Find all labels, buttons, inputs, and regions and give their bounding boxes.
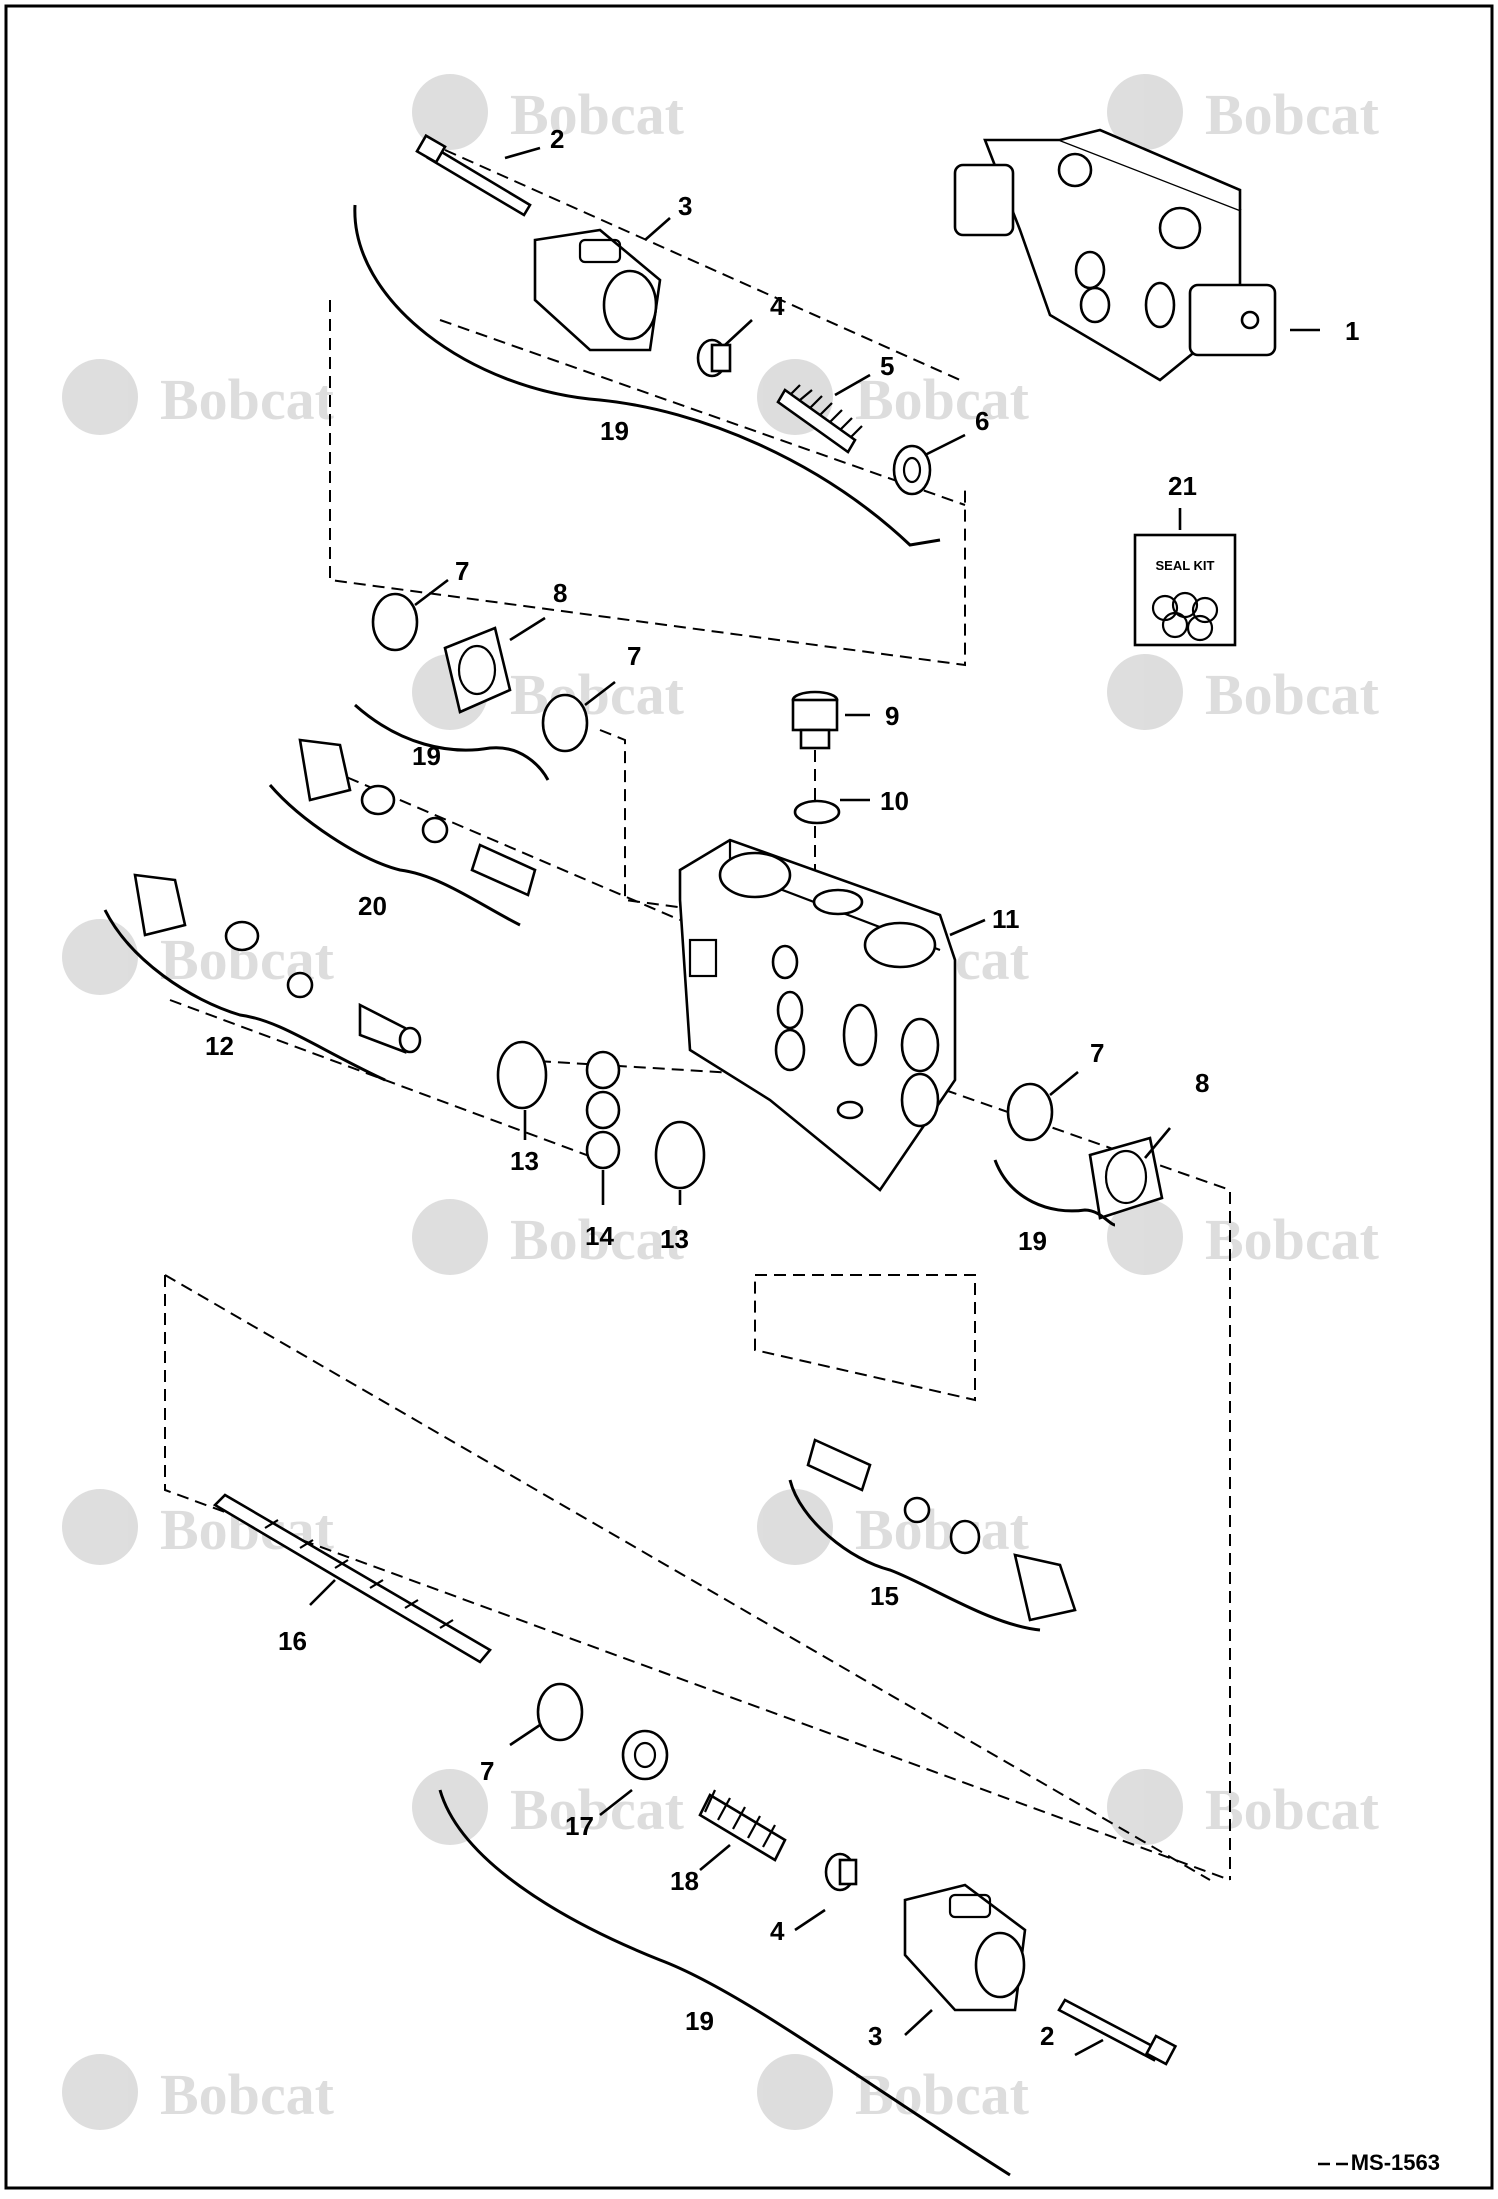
- callout-13: 13: [510, 1146, 539, 1176]
- valve-assembly-part-1: [953, 128, 1277, 382]
- spool-part-16: [212, 1493, 492, 1664]
- callout-2: 2: [1040, 2021, 1054, 2051]
- relief-cartridge-part-12: [133, 873, 422, 1054]
- callout-7: 7: [455, 556, 469, 586]
- o-ring-part-7: [1006, 1082, 1054, 1142]
- watermark-text: Bobcat: [1205, 82, 1380, 147]
- spring-seat-part-4-bottom: [824, 1852, 858, 1892]
- callout-6: 6: [975, 406, 989, 436]
- callout-10: 10: [880, 786, 909, 816]
- spacer-part-17: [621, 1729, 669, 1781]
- o-ring-part-14: [585, 1090, 621, 1130]
- drawing-border: [4, 4, 1494, 2190]
- o-ring-part-7: [371, 592, 419, 652]
- callout-15: 15: [870, 1581, 899, 1611]
- watermark-logo: Bobcat: [412, 1769, 685, 1845]
- spring-seat-part-4-top: [696, 338, 732, 378]
- watermark-text: Bobcat: [1205, 1207, 1380, 1272]
- callout-8: 8: [1195, 1068, 1209, 1098]
- watermark-logo: Bobcat: [62, 2054, 335, 2130]
- o-ring-part-13: [496, 1040, 548, 1110]
- callout-numbers: 1 2 2 3 3 4 4 5 6 7 7 7 7 8 8 9 10 11 12…: [205, 124, 1359, 2051]
- o-ring-part-7: [541, 693, 589, 753]
- callout-18: 18: [670, 1866, 699, 1896]
- watermark-text: Bobcat: [510, 1207, 685, 1272]
- watermark-logo: Bobcat: [62, 1489, 335, 1565]
- bolt-part-2-top: [415, 133, 532, 217]
- watermark-text: Bobcat: [510, 1777, 685, 1842]
- watermark-logo: Bobcat: [1107, 1199, 1380, 1275]
- watermark-logo: Bobcat: [1107, 1769, 1380, 1845]
- callout-7: 7: [1090, 1038, 1104, 1068]
- callout-21: 21: [1168, 471, 1197, 501]
- spring-part-5: [776, 384, 863, 454]
- watermark-text: Bobcat: [855, 1497, 1030, 1562]
- watermark-text: Bobcat: [1205, 1777, 1380, 1842]
- drawing-number: MS-1563: [1351, 2150, 1440, 2175]
- o-ring-part-14: [585, 1130, 621, 1170]
- leader-lines: [309, 146, 1320, 2057]
- callout-19: 19: [1018, 1226, 1047, 1256]
- watermark-logo: Bobcat: [412, 74, 685, 150]
- callout-3: 3: [678, 191, 692, 221]
- callout-16: 16: [278, 1626, 307, 1656]
- watermark-logo: Bobcat: [757, 2054, 1030, 2130]
- callout-19: 19: [412, 741, 441, 771]
- watermark-text: Bobcat: [160, 2062, 335, 2127]
- callout-17: 17: [565, 1811, 594, 1841]
- flange-part-8-top: [443, 626, 512, 714]
- callout-19: 19: [600, 416, 629, 446]
- watermark-text: Bobcat: [160, 367, 335, 432]
- o-ring-part-10: [793, 799, 841, 825]
- plug-part-9: [791, 690, 839, 750]
- watermark-text: Bobcat: [855, 367, 1030, 432]
- washer-part-6: [892, 444, 932, 496]
- watermark-logo: Bobcat: [412, 1199, 685, 1275]
- callout-3: 3: [868, 2021, 882, 2051]
- watermark-logo: Bobcat: [1107, 654, 1380, 730]
- relief-cartridge-part-15: [806, 1438, 1077, 1622]
- watermark-text: Bobcat: [855, 2062, 1030, 2127]
- seal-kit-part-21: SEAL KIT: [1133, 533, 1237, 647]
- spring-part-18: [698, 1789, 787, 1862]
- o-ring-part-7: [536, 1682, 584, 1742]
- callout-20: 20: [358, 891, 387, 921]
- callout-11: 11: [992, 904, 1020, 934]
- watermark-logo: Bobcat: [757, 1489, 1030, 1565]
- callout-12: 12: [205, 1031, 234, 1061]
- callout-9: 9: [885, 701, 899, 731]
- watermark-grid: Bobcat Bobcat Bobcat Bobcat Bobcat Bobca…: [62, 74, 1380, 2130]
- callout-2: 2: [550, 124, 564, 154]
- o-ring-part-14: [585, 1050, 621, 1090]
- callout-5: 5: [880, 351, 894, 381]
- callout-8: 8: [553, 578, 567, 608]
- flange-part-8-right: [1088, 1136, 1164, 1220]
- o-rings: [371, 592, 1054, 1742]
- spring-cap-part-3-bottom: [903, 1883, 1027, 2012]
- o-ring-part-13: [654, 1120, 706, 1190]
- callout-7: 7: [480, 1756, 494, 1786]
- callout-4: 4: [770, 291, 785, 321]
- watermark-logo: Bobcat: [62, 359, 335, 435]
- callout-14: 14: [585, 1221, 614, 1251]
- watermark-text: Bobcat: [1205, 662, 1380, 727]
- watermark-text: Bobcat: [510, 82, 685, 147]
- group-braces: [103, 204, 1116, 2177]
- callout-4: 4: [770, 1916, 785, 1946]
- callout-19: 19: [685, 2006, 714, 2036]
- valve-section-part-11: [678, 838, 957, 1192]
- watermark-logo: Bobcat: [1107, 74, 1380, 150]
- seal-kit-label: SEAL KIT: [1156, 558, 1215, 573]
- callout-1: 1: [1345, 316, 1359, 346]
- spring-cap-part-3-top: [533, 228, 662, 352]
- callout-7: 7: [627, 641, 641, 671]
- bolt-part-2-bottom: [1057, 1998, 1178, 2066]
- callout-13: 13: [660, 1224, 689, 1254]
- relief-cartridge-part-20: [298, 738, 537, 897]
